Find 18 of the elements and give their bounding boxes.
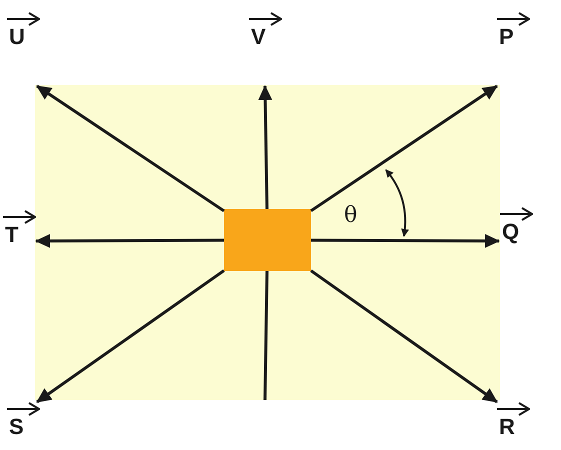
block [224, 209, 311, 271]
vector-label: R [499, 416, 515, 438]
background-panel [35, 85, 500, 400]
arrow [36, 84, 225, 212]
vector-label: Q [502, 221, 520, 243]
arrow [310, 269, 498, 404]
arrow [36, 269, 225, 404]
vector-label: V [251, 26, 266, 48]
vector-label: T [5, 224, 18, 246]
vector-label: U [9, 26, 25, 48]
line [264, 270, 269, 400]
arrow [258, 85, 272, 210]
arrow [310, 84, 498, 212]
vector-label: S [9, 416, 24, 438]
arrow [35, 234, 224, 248]
angle-label: θ [344, 205, 358, 227]
vector-label: P [499, 26, 514, 48]
arrow [311, 234, 500, 248]
